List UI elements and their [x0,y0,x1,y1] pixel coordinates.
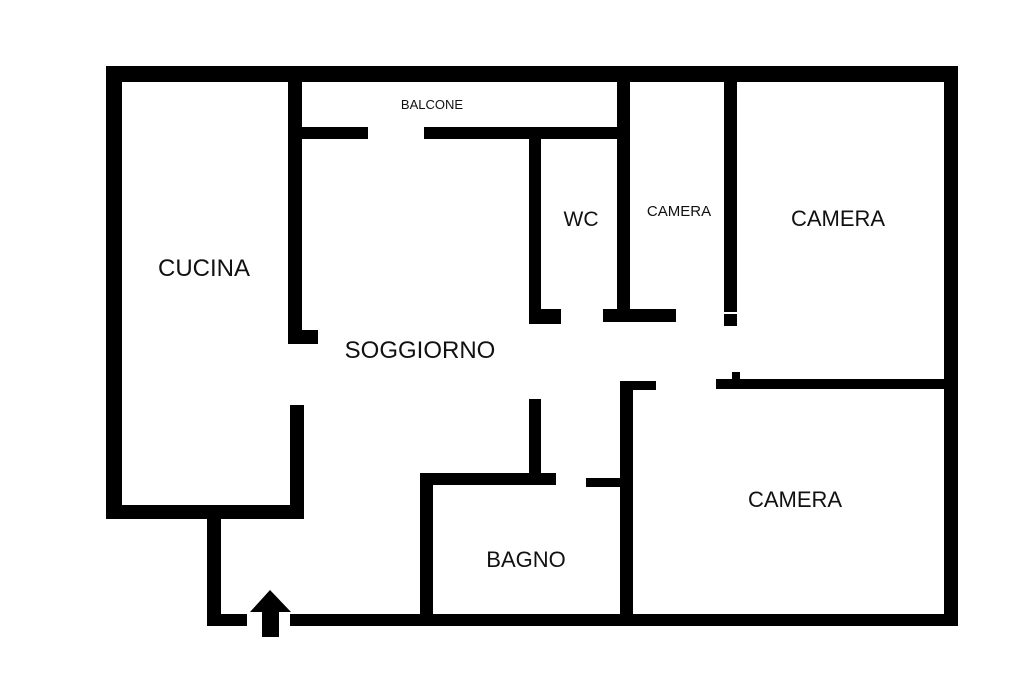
cucina-walls [106,82,318,626]
wc-bottom-right-stub [603,309,676,322]
room-label-camera-small: CAMERA [647,203,711,220]
lower-walls [420,381,656,625]
cucina-right-wall-upper [288,82,302,344]
camera-small-walls [724,82,737,326]
room-label-cucina: CUCINA [158,255,250,282]
hall-wall-vertical [529,399,541,483]
camera-divider-stub [732,372,740,384]
balcone-wall-left [290,127,368,139]
bagno-right-stub [586,478,622,487]
room-label-balcone: BALCONE [401,97,463,112]
cucina-wall-stub [288,330,318,344]
entrance-left-wall [207,505,221,626]
room-label-camera-top-right: CAMERA [791,206,885,231]
camera-bottom-left-wall [620,381,633,625]
wall-left [106,66,122,518]
cucina-bottom-wall [106,505,304,519]
wc-right-wall [617,82,630,322]
bagno-top-wall [420,473,556,485]
camera-right-divider [716,372,946,389]
balcone-wall-right [424,127,628,139]
wc-bottom-stub [529,309,561,324]
camera-small-wall-stub [724,314,737,326]
room-label-camera-bottom-right: CAMERA [748,487,842,512]
bagno-left-wall [420,473,433,625]
cucina-right-wall-lower [290,405,304,517]
wc-walls [529,82,676,324]
balcone-walls [290,127,628,139]
wall-right [944,66,958,626]
wall-top [106,66,958,82]
outer-walls [106,66,958,626]
room-label-bagno: BAGNO [486,547,565,572]
up-arrow-icon [250,590,291,637]
room-label-wc: WC [564,208,599,231]
camera-small-right-wall [724,82,737,312]
wc-left-wall [529,139,541,324]
room-label-soggiorno: SOGGIORNO [345,337,496,364]
camera-bottom-top-stub [620,381,656,390]
camera-divider-wall [716,379,946,389]
